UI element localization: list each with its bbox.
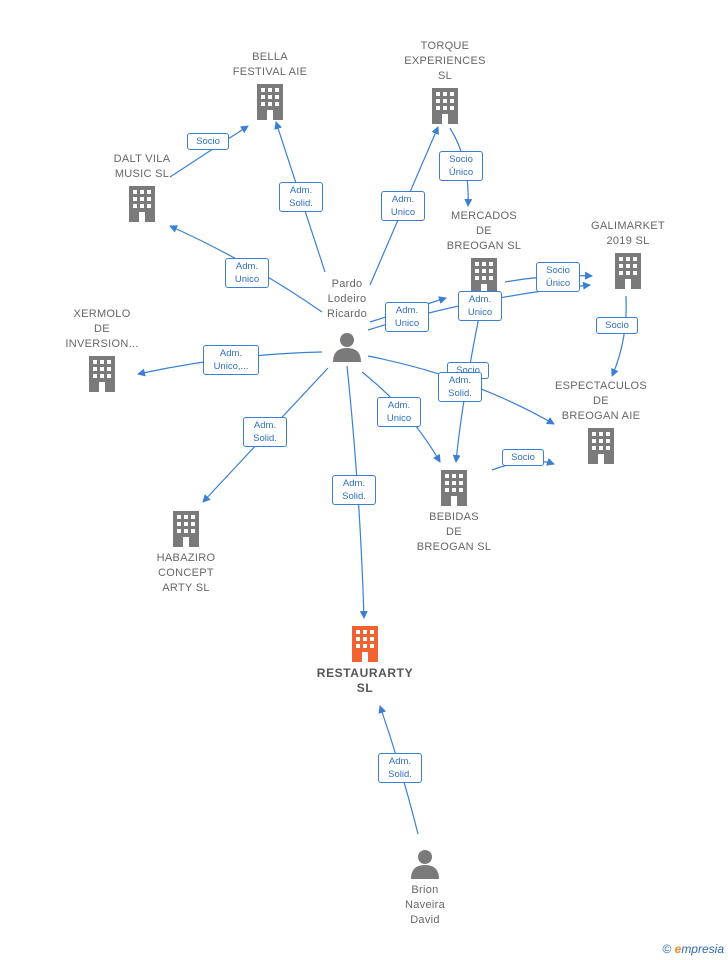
company-label: HABAZIRO CONCEPT ARTY SL — [156, 552, 216, 594]
company-label: DALT VILA MUSIC SL — [113, 153, 171, 180]
company-node-bebidas[interactable]: BEBIDAS DE BREOGAN SL — [406, 470, 502, 555]
edge-label-pardo-xermolo[interactable]: Adm. Unico,... — [203, 345, 259, 375]
edge-galimarket-espectaculos — [611, 295, 627, 377]
edge-label-mercados-galimarket[interactable]: Socio Único — [536, 262, 580, 292]
edge-label-pardo-dalt[interactable]: Adm. Unico — [225, 258, 269, 288]
edge-label-brion-restaurarty[interactable]: Adm. Solid. — [378, 753, 422, 783]
edge-label-pardo-habaziro[interactable]: Adm. Solid. — [243, 417, 287, 447]
company-node-xermolo[interactable]: XERMOLO DE INVERSION... — [54, 307, 150, 392]
edge-label-galimarket-espectaculos[interactable]: Socio — [596, 317, 638, 334]
building-icon — [432, 88, 458, 124]
building-icon — [89, 356, 115, 392]
person-icon — [333, 333, 361, 362]
company-label: MERCADOS DE BREOGAN SL — [446, 210, 522, 252]
building-icon — [615, 253, 641, 289]
company-node-dalt-vila[interactable]: DALT VILA MUSIC SL — [96, 152, 188, 222]
company-node-torque[interactable]: TORQUE EXPERIENCES SL — [397, 39, 493, 124]
company-label: ESPECTACULOS DE BREOGAN AIE — [554, 380, 648, 422]
edge-label-pardo-restaurarty[interactable]: Adm. Solid. — [332, 475, 376, 505]
person-node-brion[interactable]: Brion Naveira David — [384, 849, 466, 928]
company-label: TORQUE EXPERIENCES SL — [404, 40, 486, 82]
brand-logo-text: mpresia — [681, 942, 724, 956]
edge-label-pardo-bella[interactable]: Adm. Solid. — [279, 182, 323, 212]
person-label: Brion Naveira David — [404, 884, 445, 926]
company-label: GALIMARKET 2019 SL — [591, 220, 665, 247]
company-node-espectaculos[interactable]: ESPECTACULOS DE BREOGAN AIE — [546, 379, 656, 464]
building-icon — [129, 186, 155, 222]
edge-label-bebidas-espectaculos[interactable]: Socio — [502, 449, 544, 466]
building-icon — [441, 470, 467, 506]
building-icon — [471, 258, 497, 294]
company-node-bella[interactable]: BELLA FESTIVAL AIE — [222, 50, 318, 120]
edge-dalt-bella — [169, 125, 249, 178]
person-node-pardo[interactable]: Pardo Lodeiro Ricardo — [303, 277, 391, 362]
brand-logo-initial: e — [674, 942, 682, 956]
company-node-restaurarty[interactable]: RESTAURARTY SL — [306, 626, 424, 696]
building-icon — [257, 84, 283, 120]
building-icon — [173, 511, 199, 547]
edge-label-pardo-mercados[interactable]: Adm. Unico — [385, 302, 429, 332]
company-label: XERMOLO DE INVERSION... — [65, 308, 139, 350]
company-node-galimarket[interactable]: GALIMARKET 2019 SL — [580, 219, 676, 289]
company-node-habaziro[interactable]: HABAZIRO CONCEPT ARTY SL — [138, 511, 234, 596]
edge-label-pardo-espectaculos[interactable]: Adm. Solid. — [438, 372, 482, 402]
building-icon — [588, 428, 614, 464]
person-label: Pardo Lodeiro Ricardo — [326, 278, 367, 320]
building-icon — [352, 626, 378, 662]
company-node-mercados[interactable]: MERCADOS DE BREOGAN SL — [436, 209, 532, 294]
company-label: BELLA FESTIVAL AIE — [232, 51, 308, 78]
edge-label-dalt-bella[interactable]: Socio — [187, 133, 229, 150]
company-label: RESTAURARTY SL — [316, 666, 414, 695]
brand-footer: © empresia — [662, 942, 724, 956]
company-label: BEBIDAS DE BREOGAN SL — [416, 511, 492, 553]
edge-label-pardo-bebidas[interactable]: Adm. Unico — [377, 397, 421, 427]
edge-label-pardo-torque[interactable]: Adm. Unico — [381, 191, 425, 221]
edge-label-pardo-galimarket[interactable]: Adm. Unico — [458, 291, 502, 321]
copyright-icon: © — [662, 942, 672, 956]
edge-label-torque-mercados[interactable]: Socio Único — [439, 151, 483, 181]
person-icon — [411, 850, 439, 879]
